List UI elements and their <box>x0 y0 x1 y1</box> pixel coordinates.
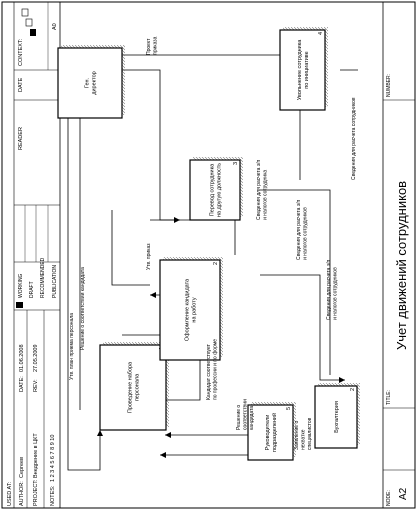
activity-box-label: Оформление кандидата <box>185 278 191 341</box>
context-box-active <box>30 29 36 36</box>
recommended-label: RECOMMENDED <box>40 257 46 298</box>
activity-box: Ген.директор <box>57 45 125 119</box>
activity-box: Бухгалтерия 2 <box>314 383 360 449</box>
arrow-label: Сведения для расчета з/п <box>256 160 262 220</box>
arrow-label: Решение о <box>236 405 242 430</box>
arrow-order <box>120 69 180 223</box>
context-box <box>21 8 29 17</box>
activity-box: Проведение набораперсонала1 <box>99 342 169 431</box>
node-value: A2 <box>398 487 409 500</box>
arrow-label: специалистов <box>307 417 313 450</box>
arrow-label: кандидата <box>249 406 255 430</box>
arrow-label: Утв. план приема персонала <box>69 313 75 380</box>
arrow-salary1 <box>260 274 345 383</box>
activity-box-label: Перевод сотрудника <box>210 163 216 216</box>
date-label: DATE: <box>19 376 25 392</box>
activity-box-label: по инициативе <box>304 51 310 88</box>
node-label: NODE: <box>386 490 392 506</box>
rev-label: REV: <box>33 379 39 392</box>
activity-box-number: 5 <box>286 407 292 410</box>
arrow-label: Кандидат соответствует <box>206 343 212 400</box>
title-label: TITLE: <box>386 390 392 405</box>
activity-box-border <box>189 159 241 221</box>
activity-box-label: персонала <box>135 373 141 401</box>
project-label: PROJECT: <box>33 479 39 506</box>
context-box <box>25 18 33 27</box>
working-checkbox <box>16 302 23 308</box>
arrow-label: и налогов сотрудника <box>263 170 269 220</box>
arrow-label: по профессии и по форме <box>213 339 219 400</box>
arrow-label: Заявление о <box>294 421 300 450</box>
arrow-label: Сведения для расчета сотрудников <box>351 97 357 180</box>
arrow-label: Утв. приказ <box>146 243 152 270</box>
activity-box-number: 2 <box>213 262 219 265</box>
activity-box-number: 3 <box>233 162 239 165</box>
arrow-label: Сведения для расчета з/п <box>296 200 302 260</box>
activity-box-label: Ген. <box>85 77 91 88</box>
activity-box-label: Проведение набора <box>128 361 134 413</box>
date-column-label: DATE <box>18 77 24 92</box>
number-label: NUMBER: <box>386 74 392 97</box>
arrow-b2-up <box>111 210 150 286</box>
activity-box-label: на работу <box>192 297 198 322</box>
date-value: 01.06.2008 <box>19 344 25 372</box>
author-value: Сергеев <box>19 457 25 478</box>
arrow-label: приказа <box>153 36 159 55</box>
draft-label: DRAFT <box>29 281 35 298</box>
activity-box-label: Бухгалтерия <box>334 401 340 433</box>
working-label: WORKING <box>18 273 24 298</box>
arrow-label: нехватке <box>301 429 307 450</box>
arrow-label: и налогов сотрудников <box>333 267 339 320</box>
diagram-title: Учет движений сотрудников <box>394 181 409 350</box>
used-at-label: USED AT: <box>7 481 13 506</box>
activity-box-border <box>159 259 221 361</box>
activity-box-label: директор <box>92 71 98 94</box>
arrow-label: и налогов сотрудников <box>303 207 309 260</box>
activity-box-border <box>279 29 326 111</box>
activity-box-border <box>57 47 123 119</box>
activity-box-label: Увольнение сотрудника <box>297 39 303 101</box>
activity-box-border <box>99 344 167 431</box>
rev-value: 27.05.2009 <box>33 344 39 372</box>
notes-value: 1 2 3 4 5 6 7 8 9 10 <box>50 435 56 482</box>
activity-box-border <box>314 385 358 449</box>
activity-box-label: на другую должность <box>217 163 223 217</box>
context-label: CONTEXT: <box>18 38 24 66</box>
arrow-salary2 <box>260 189 331 375</box>
author-label: AUTHOR: <box>19 481 25 506</box>
activity-box-border <box>247 404 294 461</box>
project-value: Внедрение в ЦКТ <box>33 433 39 478</box>
node-id: A0 <box>52 23 58 30</box>
activity-box-number: 4 <box>318 32 324 35</box>
activity-box-label: подразделений <box>271 413 278 452</box>
reader-label: READER <box>18 127 24 150</box>
arrow-label: Сведения для расчета з/п <box>326 260 332 320</box>
arrow-project <box>120 40 281 56</box>
notes-label: NOTES: <box>50 485 56 506</box>
arrow-label: соответствии <box>243 399 249 430</box>
arrow-label: Решение о соответствии кандидата <box>80 267 86 350</box>
publication-label: PUBLICATION <box>52 265 58 298</box>
activity-box-number: 2 <box>350 388 356 391</box>
activity-box-label: Руководители <box>265 415 271 451</box>
arrow-label: Проект <box>146 38 152 55</box>
